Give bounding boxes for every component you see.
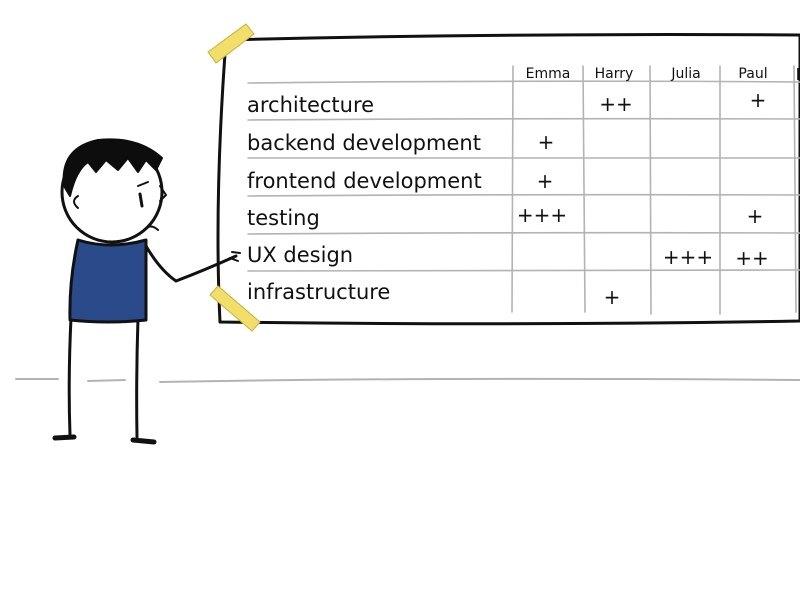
- figure-shirt: [68, 238, 148, 324]
- rating-mark: +++: [517, 203, 567, 227]
- person-header: Emma: [526, 66, 571, 82]
- figure-eyebrow: [137, 181, 149, 187]
- rating-mark: ++: [599, 92, 633, 116]
- person-header: Paul: [738, 66, 767, 82]
- figure-feet: [52, 434, 157, 445]
- floor-lines: [15, 377, 800, 383]
- skill-label: UX design: [247, 243, 353, 267]
- rating-mark: +: [747, 204, 764, 228]
- figure-legs: [67, 316, 140, 439]
- rating-mark: ++: [735, 246, 769, 270]
- rating-mark: +: [604, 285, 621, 309]
- rating-mark: +: [538, 130, 555, 154]
- skill-label: testing: [247, 206, 320, 230]
- person-header: Julia: [670, 66, 700, 82]
- figure-hair: [62, 138, 163, 197]
- figure-mouth: [141, 225, 159, 233]
- figure-pointing-arm: [144, 244, 238, 283]
- stick-figure-presenter: [52, 138, 241, 445]
- person-header: Harry: [595, 66, 634, 82]
- whiteboard-frame: [216, 33, 800, 326]
- tape-bottom: [209, 285, 261, 332]
- skill-label: architecture: [247, 93, 374, 117]
- rating-mark: +: [537, 169, 554, 193]
- figure-finger: [229, 251, 241, 262]
- tape-top: [207, 23, 255, 64]
- skill-label: infrastructure: [247, 280, 390, 304]
- figure-ear: [73, 195, 79, 209]
- skill-labels: architecture backend development fronten…: [247, 93, 482, 304]
- rating-mark: +: [750, 88, 767, 112]
- figure-nose: [159, 185, 167, 202]
- skill-label: frontend development: [247, 169, 482, 193]
- skills-grid: [247, 65, 800, 315]
- figure-eye: [138, 192, 144, 208]
- rating-marks: ++ + + + +++ + +++ ++ +: [517, 88, 769, 309]
- rating-mark: +++: [663, 245, 713, 269]
- skill-label: backend development: [247, 131, 481, 155]
- people-headers: Emma Harry Julia Paul: [526, 66, 768, 82]
- whiteboard: Emma Harry Julia Paul architecture backe…: [207, 23, 800, 332]
